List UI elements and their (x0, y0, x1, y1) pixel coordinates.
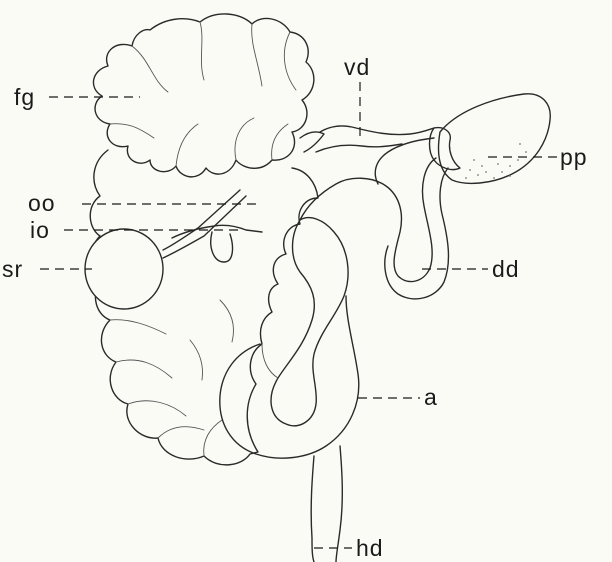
atrium-fold (262, 344, 278, 378)
inner-duct-loop (211, 232, 233, 262)
fg-fold (132, 46, 168, 92)
label-io: io (30, 219, 50, 242)
seminal-receptacle (85, 229, 163, 309)
vas-deferens (320, 126, 434, 135)
label-fg: fg (14, 86, 35, 109)
fg-fold (200, 22, 204, 80)
lower-gland-fold (158, 427, 204, 438)
label-hd: hd (356, 537, 384, 560)
label-sr: sr (2, 258, 23, 281)
label-pp: pp (560, 146, 588, 169)
fg-fold (110, 124, 154, 138)
dorsal-duct (300, 158, 436, 282)
fg-fold (235, 118, 254, 160)
lower-gland-fold (116, 360, 172, 378)
lower-gland-fold (190, 340, 203, 380)
dorsal-duct-outer (385, 168, 449, 299)
label-dd: dd (492, 258, 520, 281)
dorsal-duct-upper (375, 138, 434, 184)
fg-fold (284, 32, 296, 90)
female-gland-outline (93, 14, 313, 177)
atrium (271, 218, 348, 426)
atrium-lower (220, 296, 359, 458)
lower-gland-fold (204, 420, 222, 456)
label-a: a (424, 386, 438, 409)
label-oo: oo (28, 192, 56, 215)
lower-gland-fold (128, 401, 186, 416)
oviduct (163, 190, 240, 250)
fg-fold (176, 124, 198, 166)
lower-gland-fold (220, 300, 234, 342)
vas-junction (300, 132, 324, 152)
fg-fold (252, 24, 262, 86)
lower-gland-fold (110, 320, 166, 334)
hermaphrodite-duct-right (336, 446, 342, 562)
fg-fold (272, 124, 288, 160)
label-vd: vd (344, 56, 370, 79)
hermaphrodite-duct (311, 456, 314, 562)
